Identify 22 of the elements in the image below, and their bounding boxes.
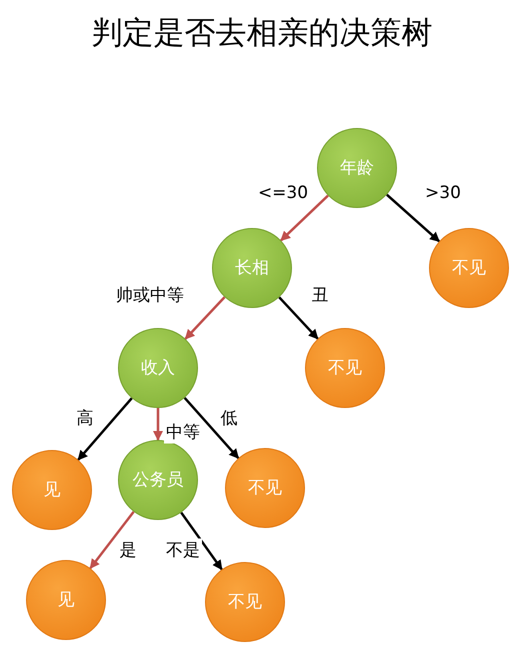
decision-circle: 收入 [118, 328, 198, 408]
arrow [180, 512, 223, 570]
leaf-circle: 不见 [429, 228, 509, 308]
title: 判定是否去相亲的决策树 [90, 14, 434, 53]
arrow [386, 194, 440, 242]
edge-label: 不是 [164, 538, 202, 562]
leaf-circle: 不见 [305, 328, 385, 408]
leaf-circle: 不见 [205, 562, 285, 642]
leaf-circle: 不见 [225, 448, 305, 528]
leaf-circle: 见 [26, 560, 106, 640]
decision-circle: 长相 [212, 228, 292, 308]
edge-label: 中等 [164, 420, 202, 444]
decision-circle: 年龄 [317, 128, 397, 208]
arrow [280, 194, 329, 242]
leaf-circle: 见 [12, 450, 92, 530]
decision-circle: 公务员 [118, 440, 198, 520]
arrow [184, 397, 240, 459]
arrow [153, 408, 163, 441]
arrow [89, 510, 135, 570]
arrow [77, 397, 133, 461]
arrow [184, 296, 226, 340]
arrow [278, 296, 319, 340]
